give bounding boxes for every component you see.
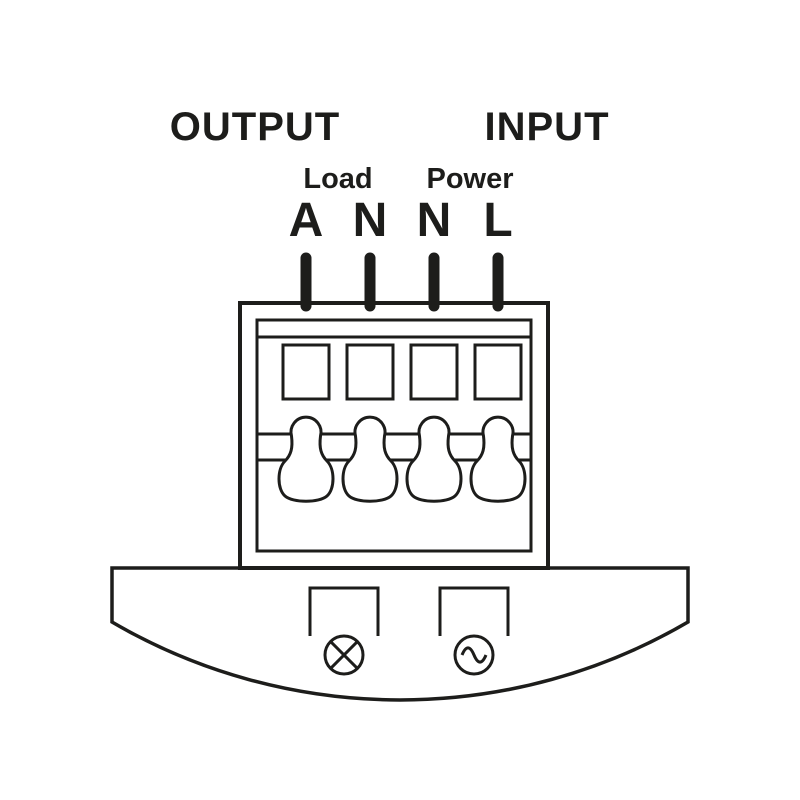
- input-label: INPUT: [485, 105, 610, 149]
- terminal-block-outer: [238, 301, 550, 570]
- wires: [300, 252, 504, 312]
- ac-source-symbol-group: [438, 586, 510, 676]
- terminal-label-a: A: [289, 194, 324, 247]
- screw-terminals: [281, 343, 523, 401]
- release-button-a: [277, 415, 335, 503]
- lamp-bracket: [308, 586, 380, 636]
- screw-terminal-n-power: [409, 343, 459, 401]
- terminal-block: [238, 301, 550, 570]
- screw-terminal-a: [281, 343, 331, 401]
- terminal-label-l: L: [483, 194, 512, 247]
- release-button-n-load: [341, 415, 399, 503]
- screw-terminal-l: [473, 343, 523, 401]
- screw-terminal-n-load: [345, 343, 395, 401]
- terminal-label-n-load: N: [353, 194, 388, 247]
- lamp-symbol-group: [308, 586, 380, 676]
- ac-source-icon: [453, 634, 495, 676]
- release-buttons: [277, 415, 527, 503]
- power-label: Power: [426, 163, 513, 195]
- terminal-letters: A N N L: [289, 194, 513, 247]
- device-body: [110, 566, 690, 702]
- load-label: Load: [303, 163, 372, 195]
- terminal-label-n-power: N: [417, 194, 452, 247]
- release-button-n-power: [405, 415, 463, 503]
- output-label: OUTPUT: [170, 105, 340, 149]
- ac-source-bracket: [438, 586, 510, 636]
- lamp-icon: [323, 634, 365, 676]
- release-button-l: [469, 415, 527, 503]
